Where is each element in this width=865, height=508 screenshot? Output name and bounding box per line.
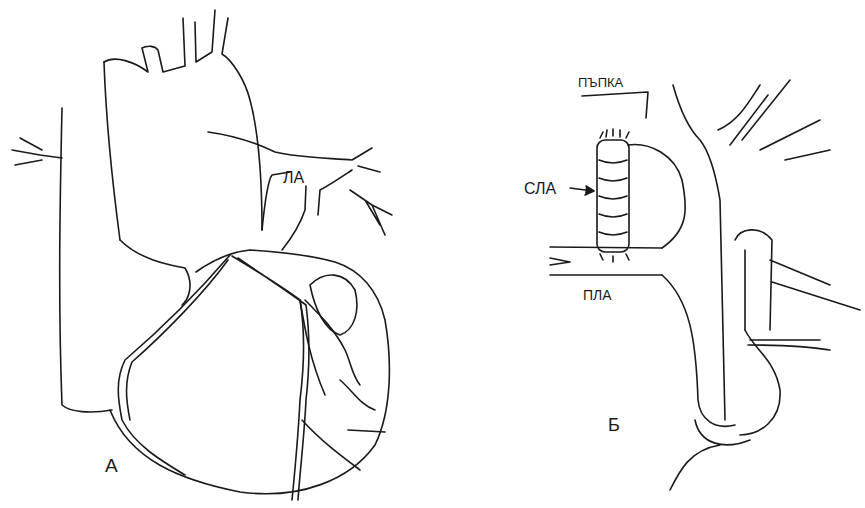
coronary-artery xyxy=(300,300,385,470)
bud-bracket xyxy=(582,92,648,118)
suture-line xyxy=(600,129,629,262)
vessel-branch xyxy=(12,138,62,165)
aorta xyxy=(662,275,735,426)
vena-cava xyxy=(60,108,112,412)
part-label: ПЪПКА xyxy=(578,76,623,89)
arrow-head xyxy=(585,186,594,195)
part-label: ЛА xyxy=(283,170,304,186)
aorta xyxy=(628,145,685,248)
pulmonary-branch xyxy=(350,190,392,235)
heart-b xyxy=(550,80,860,490)
part-label: СЛА xyxy=(524,181,556,197)
pulmonary-branch xyxy=(740,330,780,435)
coronary-artery xyxy=(232,256,309,500)
ventricle xyxy=(670,420,750,490)
aortic-branch xyxy=(718,80,830,160)
coronary-artery xyxy=(118,255,230,475)
heart-a xyxy=(12,10,392,500)
shunt-rings xyxy=(599,160,627,235)
aorta xyxy=(673,85,725,420)
heart-outline xyxy=(110,250,389,494)
pulmonary-artery xyxy=(208,132,380,250)
auricle xyxy=(310,275,357,335)
part-label: А xyxy=(105,456,118,475)
shunt-graft xyxy=(597,140,629,252)
aorta xyxy=(104,10,262,230)
coronary-artery xyxy=(305,300,360,385)
part-label: Б xyxy=(608,416,620,434)
aorta xyxy=(120,240,190,305)
part-label: ПЛА xyxy=(583,288,612,302)
vena-cava xyxy=(104,62,120,240)
pulmonary-artery xyxy=(735,230,860,350)
